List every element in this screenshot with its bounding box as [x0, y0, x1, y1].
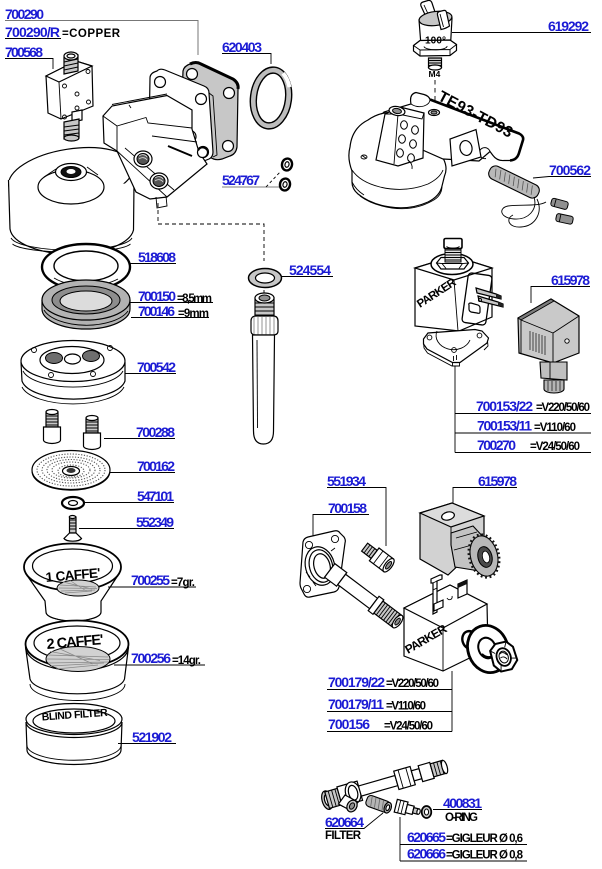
svg-text:620403: 620403 — [222, 39, 262, 55]
svg-text:=V110/60: =V110/60 — [534, 422, 576, 434]
svg-text:=9mm: =9mm — [178, 308, 209, 320]
svg-text:547101: 547101 — [137, 488, 174, 504]
svg-text:100°: 100° — [425, 36, 446, 47]
svg-text:700290: 700290 — [5, 6, 44, 22]
svg-text:700255: 700255 — [131, 572, 170, 588]
svg-text:524554: 524554 — [289, 262, 331, 278]
svg-text:1 CAFFE': 1 CAFFE' — [45, 565, 101, 585]
svg-text:=COPPER: =COPPER — [62, 28, 121, 40]
svg-text:BLIND FILTER: BLIND FILTER — [41, 707, 108, 724]
svg-text:2 CAFFE': 2 CAFFE' — [46, 632, 104, 653]
svg-text:620664: 620664 — [325, 814, 364, 830]
svg-text:700270: 700270 — [477, 437, 516, 453]
svg-text:552349: 552349 — [136, 514, 174, 530]
svg-text:615978: 615978 — [551, 272, 590, 288]
svg-text:700288: 700288 — [136, 424, 175, 440]
svg-text:700153/22: 700153/22 — [476, 398, 533, 414]
svg-text:=V110/60: =V110/60 — [386, 701, 426, 713]
svg-text:700158: 700158 — [328, 500, 367, 516]
svg-text:M4: M4 — [429, 69, 441, 79]
svg-text:700150: 700150 — [138, 288, 176, 304]
svg-text:O-RING: O-RING — [445, 812, 478, 824]
svg-text:FILTER: FILTER — [325, 830, 362, 842]
svg-text:=GIGLEUR Ø 0,6: =GIGLEUR Ø 0,6 — [446, 833, 523, 845]
svg-text:551934: 551934 — [327, 473, 366, 489]
svg-text:400831: 400831 — [443, 795, 482, 811]
svg-text:=V220/50/60: =V220/50/60 — [536, 402, 590, 414]
svg-text:700162: 700162 — [137, 458, 175, 474]
svg-text:700542: 700542 — [137, 359, 176, 375]
svg-text:615978: 615978 — [478, 473, 517, 489]
svg-text:=14gr.: =14gr. — [172, 655, 201, 667]
svg-text:=GIGLEUR Ø 0,8: =GIGLEUR Ø 0,8 — [446, 850, 524, 862]
svg-text:700179/11: 700179/11 — [328, 696, 384, 712]
svg-text:518608: 518608 — [138, 249, 176, 265]
svg-text:700179/22: 700179/22 — [328, 674, 385, 690]
svg-text:=V220/50/60: =V220/50/60 — [386, 678, 439, 690]
svg-text:620665: 620665 — [407, 829, 446, 845]
svg-text:700290/R: 700290/R — [5, 24, 60, 40]
svg-text:700153/11: 700153/11 — [477, 418, 532, 434]
svg-text:700562: 700562 — [549, 162, 591, 178]
svg-text:=8,5mm: =8,5mm — [177, 293, 212, 305]
svg-text:700146: 700146 — [138, 303, 175, 319]
svg-text:620666: 620666 — [407, 846, 446, 862]
svg-text:=V24/50/60: =V24/50/60 — [384, 721, 433, 733]
svg-text:700568: 700568 — [5, 44, 43, 60]
svg-text:700256: 700256 — [131, 650, 171, 666]
svg-text:524767: 524767 — [222, 172, 260, 188]
svg-text:521902: 521902 — [132, 729, 172, 745]
svg-text:700156: 700156 — [328, 716, 370, 732]
svg-text:=7gr.: =7gr. — [171, 577, 195, 589]
svg-text:619292: 619292 — [548, 18, 589, 34]
svg-text:=V24/50/60: =V24/50/60 — [530, 441, 580, 453]
